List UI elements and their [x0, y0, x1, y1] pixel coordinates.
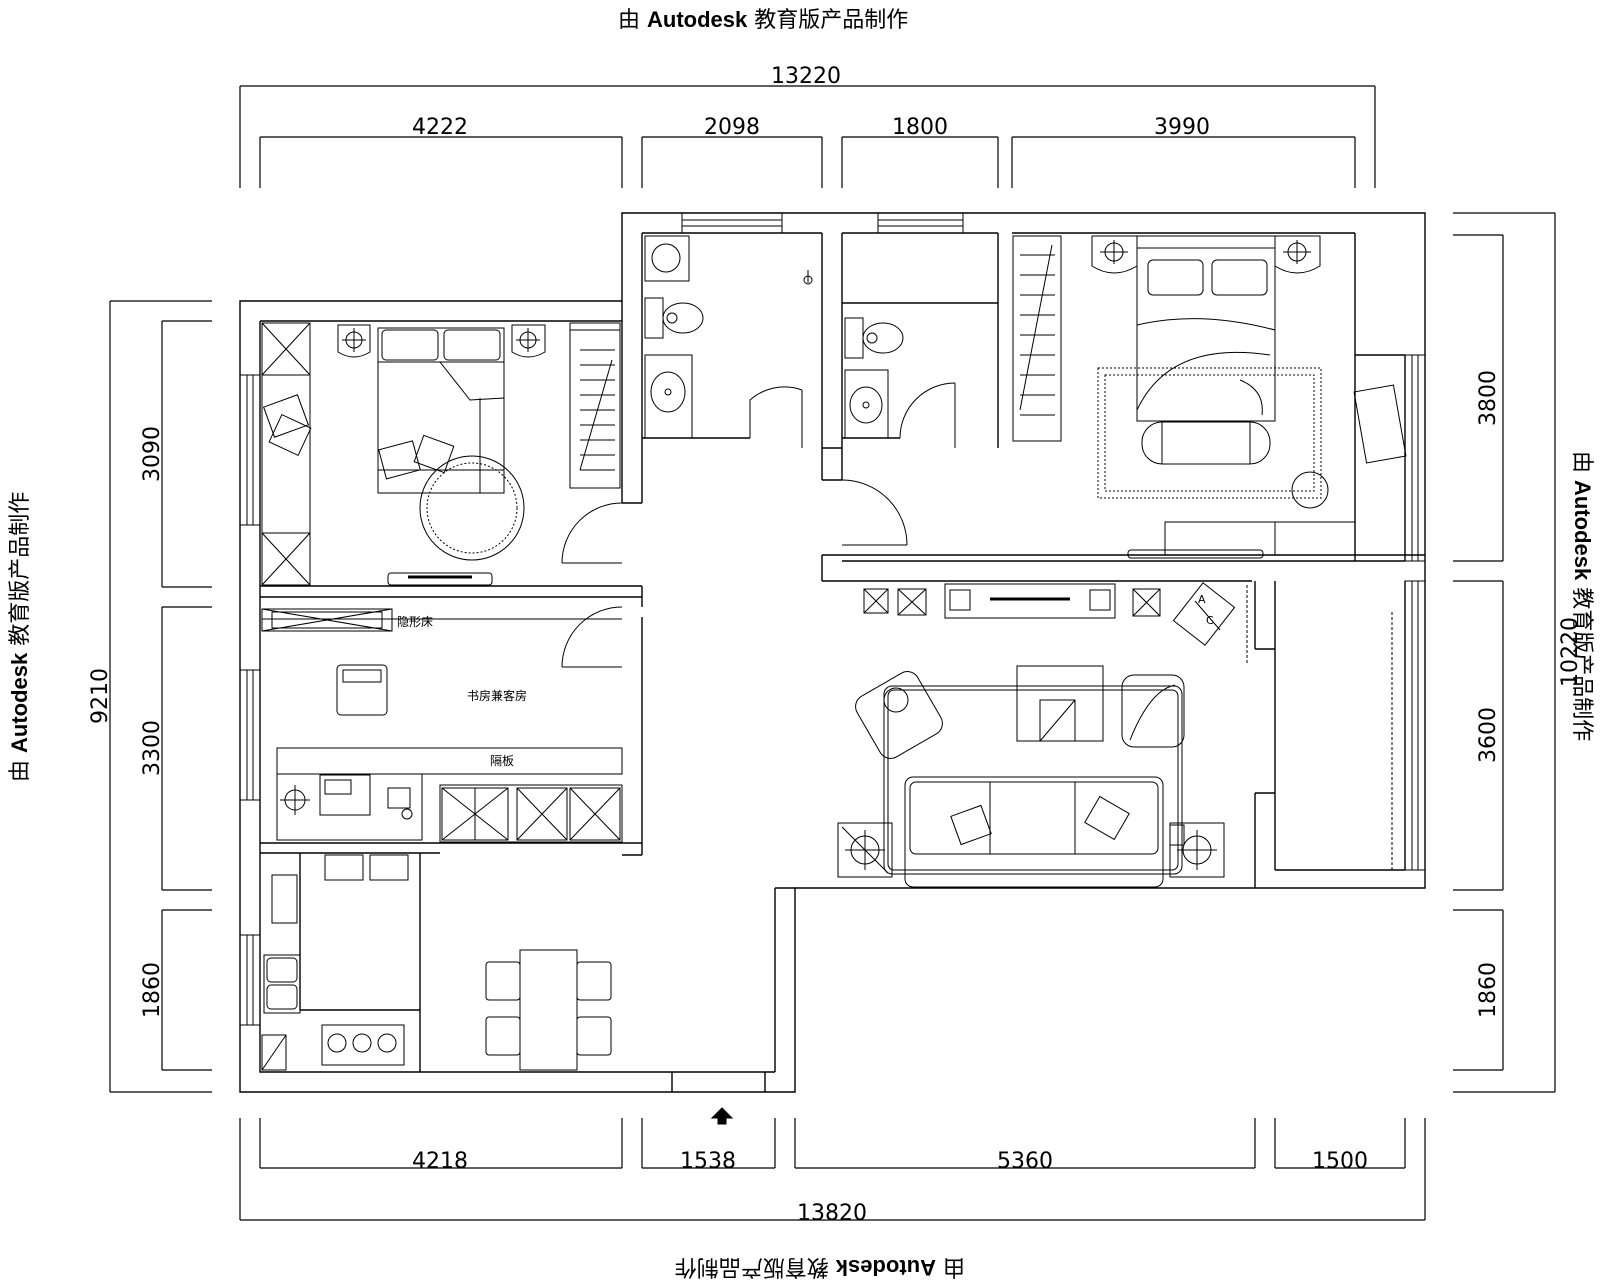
study-room: [261, 608, 623, 843]
watermark-prefix: 由: [618, 8, 641, 33]
dim-bottom-2: 1538: [680, 1149, 736, 1174]
dim-top-3: 1800: [892, 115, 948, 140]
master-bedroom: [1012, 235, 1407, 559]
dim-bottom-total: 13820: [797, 1201, 867, 1226]
label-partition: 隔板: [490, 754, 514, 768]
dim-bottom-3: 5360: [997, 1149, 1053, 1174]
dim-bottom-4: 1500: [1312, 1149, 1368, 1174]
dim-top-1: 4222: [412, 115, 468, 140]
dim-left-3: 1860: [140, 962, 165, 1018]
living-room: [710, 582, 1393, 1125]
dim-top-total: 13220: [771, 64, 841, 89]
dim-right-total: 10220: [1558, 617, 1583, 687]
label-hidden-bed: 隐形床: [397, 615, 433, 629]
label-ac-a: A: [1198, 593, 1206, 606]
label-ac-c: C: [1206, 614, 1214, 627]
dimension-labels: 13220 4222 2098 1800 3990 4218 1538 5360…: [88, 64, 1583, 1226]
bathrooms: [644, 235, 904, 439]
dim-right-3: 1860: [1476, 962, 1501, 1018]
dim-bottom-1: 4218: [412, 1149, 468, 1174]
dim-left-1: 3090: [140, 426, 165, 482]
bedroom-left: [261, 322, 621, 586]
label-study: 书房兼客房: [467, 688, 527, 703]
dim-right-1: 3800: [1476, 370, 1501, 426]
dim-top-2: 2098: [704, 115, 760, 140]
dim-left-2: 3300: [140, 720, 165, 776]
dim-left-total: 9210: [88, 668, 113, 724]
doors: [561, 382, 956, 668]
dim-top-4: 3990: [1154, 115, 1210, 140]
windows: [239, 212, 1426, 1026]
watermark-brand: Autodesk: [647, 7, 748, 32]
watermark-top: 由 Autodesk 教育版产品制作: [618, 2, 908, 34]
watermark-suffix: 教育版产品制作: [754, 8, 909, 33]
dim-right-2: 3600: [1476, 707, 1501, 763]
kitchen-dining: [261, 854, 612, 1071]
dimension-lines: [109, 85, 1556, 1221]
